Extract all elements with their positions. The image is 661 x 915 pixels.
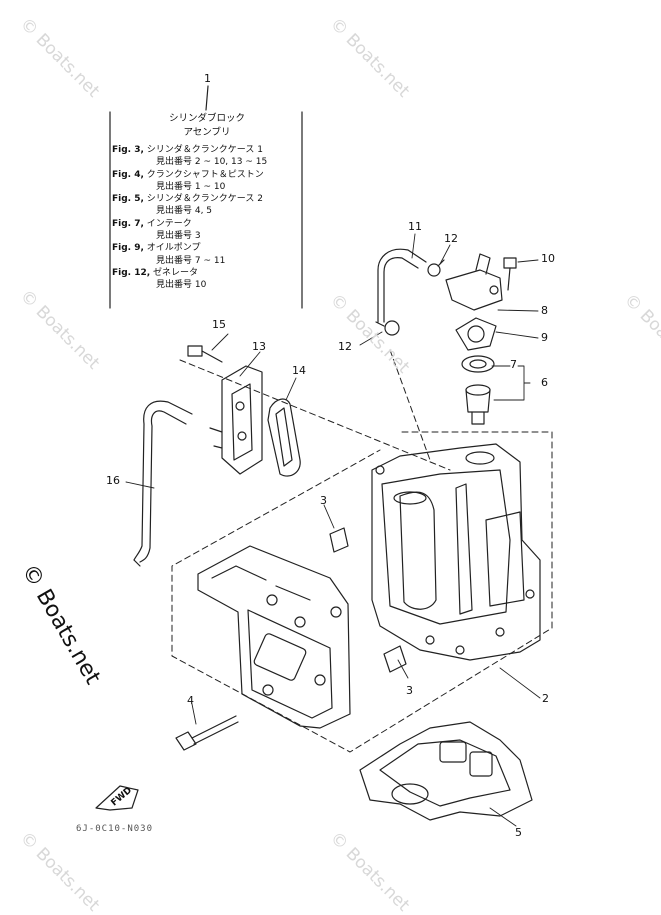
callout-14: 14 bbox=[292, 364, 306, 377]
note-entry: Fig. 5, シリンダ＆クランクケース 2 bbox=[112, 193, 302, 205]
note-entry: Fig. 9, オイルポンプ bbox=[112, 242, 302, 254]
cover-13 bbox=[209, 365, 263, 475]
gasket-9 bbox=[455, 317, 497, 351]
note-entry-sub: 見出番号 3 bbox=[156, 231, 201, 242]
cylinder-block-1 bbox=[371, 443, 541, 661]
note-entry: Fig. 3, シリンダ＆クランクケース 1 bbox=[112, 144, 302, 156]
thermostat-cover-8 bbox=[445, 253, 503, 311]
gasket-14 bbox=[267, 398, 301, 477]
gasket-5 bbox=[359, 721, 533, 821]
callout-8: 8 bbox=[541, 304, 548, 317]
callout-4: 4 bbox=[187, 694, 194, 707]
note-title-line-2: アセンブリ bbox=[183, 127, 231, 138]
assembly-dashed-outline bbox=[171, 349, 553, 753]
bolt-4 bbox=[175, 715, 239, 751]
callout-7: 7 bbox=[510, 358, 517, 371]
note-fig: Fig. 12, bbox=[112, 267, 151, 278]
note-entry-sub: 見出番号 10 bbox=[156, 280, 207, 291]
note-bracket bbox=[109, 85, 303, 309]
callout-3-upper: 3 bbox=[320, 494, 327, 507]
note-entry-title: クランクシャフト＆ピストン bbox=[146, 169, 264, 180]
thermostat-6 bbox=[465, 384, 491, 425]
clamp-12b bbox=[375, 320, 400, 336]
note-entry: Fig. 4, クランクシャフト＆ピストン bbox=[112, 169, 302, 181]
note-entry: Fig. 12, ゼネレータ bbox=[112, 267, 302, 279]
drawing-code: 6J-0C10-N030 bbox=[76, 824, 154, 834]
note-entry-title: ゼネレータ bbox=[153, 267, 199, 278]
callout-15: 15 bbox=[212, 318, 226, 331]
leader-lines bbox=[125, 233, 541, 827]
note-fig: Fig. 5, bbox=[112, 194, 144, 205]
note-entry-sub: 見出番号 4, 5 bbox=[156, 206, 213, 217]
note-title-line-1: シリンダブロック bbox=[168, 113, 245, 124]
bolt-15 bbox=[187, 345, 223, 363]
dowel-pin-3b bbox=[383, 645, 407, 673]
note-entry-sub: 見出番号 7 ~ 11 bbox=[156, 255, 226, 266]
callout-12-upper: 12 bbox=[444, 232, 458, 245]
hose-11 bbox=[377, 248, 427, 323]
dowel-pin-3a bbox=[329, 527, 349, 553]
seal-7 bbox=[461, 355, 495, 373]
bolt-10 bbox=[503, 257, 517, 291]
clamp-12a bbox=[427, 259, 445, 277]
callout-1: 1 bbox=[204, 72, 211, 85]
hose-16 bbox=[133, 400, 193, 567]
note-entry: Fig. 7, インテーク bbox=[112, 218, 302, 230]
callout-16: 16 bbox=[106, 474, 120, 487]
note-fig: Fig. 9, bbox=[112, 243, 144, 254]
note-fig: Fig. 3, bbox=[112, 145, 144, 155]
callout-2: 2 bbox=[542, 692, 549, 705]
reference-note: シリンダブロック アセンブリ Fig. 3, シリンダ＆クランクケース 1 見出… bbox=[112, 112, 302, 308]
fwd-arrow bbox=[95, 785, 139, 811]
crankcase-2 bbox=[197, 545, 351, 729]
callout-11: 11 bbox=[408, 220, 422, 233]
note-fig: Fig. 7, bbox=[112, 218, 144, 229]
note-entry-title: オイルポンプ bbox=[146, 243, 201, 254]
note-entry-title: インテーク bbox=[146, 218, 192, 229]
note-fig: Fig. 4, bbox=[112, 169, 144, 180]
note-entry-title: シリンダ＆クランクケース 2 bbox=[146, 194, 263, 205]
note-entry-title: シリンダ＆クランクケース 1 bbox=[146, 145, 263, 155]
callout-12-lower: 12 bbox=[338, 340, 352, 353]
note-entry-sub: 見出番号 2 ~ 10, 13 ~ 15 bbox=[156, 157, 268, 168]
callout-3-lower: 3 bbox=[406, 684, 413, 697]
callout-6: 6 bbox=[541, 376, 548, 389]
callout-9: 9 bbox=[541, 331, 548, 344]
note-entry-sub: 見出番号 1 ~ 10 bbox=[156, 181, 226, 192]
callout-10: 10 bbox=[541, 252, 555, 265]
callout-13: 13 bbox=[252, 340, 266, 353]
callout-5: 5 bbox=[515, 826, 522, 839]
